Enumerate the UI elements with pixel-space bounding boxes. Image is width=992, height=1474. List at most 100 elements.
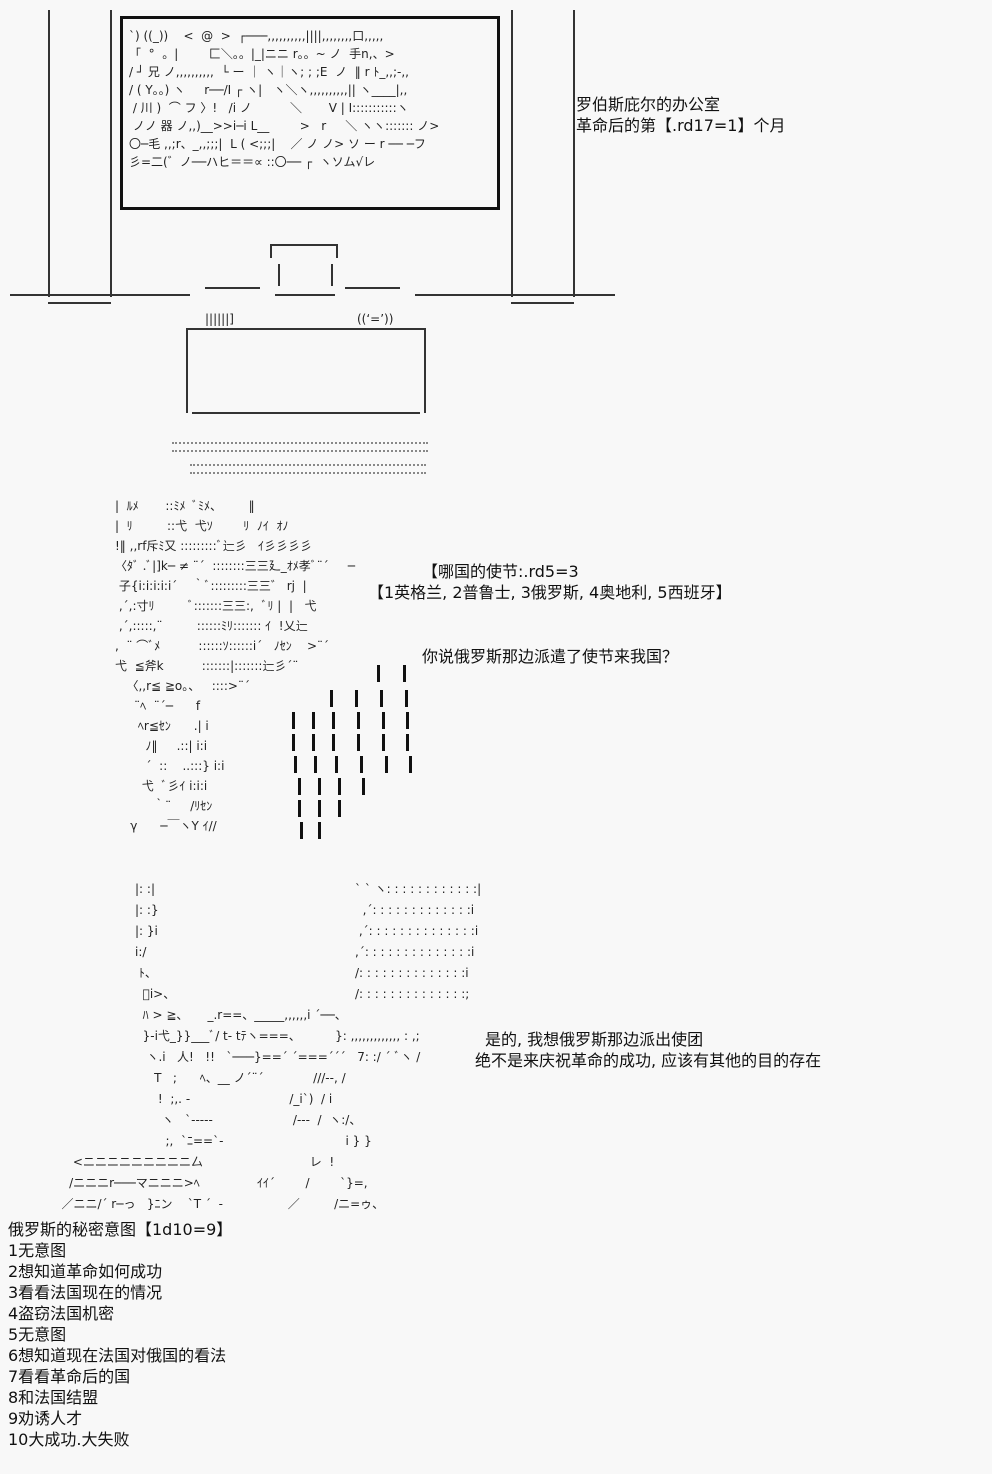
coat-stripe [318,822,321,839]
painting-line: 彡=二(゛ノ──ハヒ＝＝∝ ::〇── ┌ ヽソム√レ [129,155,376,169]
floor-line-left [10,294,190,296]
chair-line: ,´: : : : : : : : : : : : : :i [355,945,475,959]
nation-roll-text: 【哪国的使节:.rd5=3 [422,562,579,581]
time-caption: 革命后的第【.rd17=1】个月 [576,116,786,135]
dialogue-question: 你说俄罗斯那边派遣了使节来我国？ [422,647,679,666]
inkwell-left [270,244,272,258]
figure2-line: ﾄ、 [135,966,157,980]
painting-line: 〇─毛 ,,;r、_,,;;;| L ( <;;;| ／ ノ ノ> ソ ー r … [129,137,426,151]
intent-option: 8和法国结盟 [8,1388,99,1407]
figure2-line: ヽ `----- /--- / ヽ:/、 [135,1113,362,1127]
figure1-line: ﾍr≦ｾﾝ .| i [115,719,209,733]
floor-line-right [415,294,615,296]
painting-content: `) ((_)) < @ > ┌───,,,,,,,,,,||||,,,,,,,… [129,27,439,171]
coat-stripe [300,822,303,839]
figure2-line: |: :} [135,903,159,917]
painting-frame: `) ((_)) < @ > ┌───,,,,,,,,,,||||,,,,,,,… [120,16,500,210]
desk-front-left [186,328,188,413]
intent-option: 2想知道革命如何成功 [8,1262,163,1281]
figure1-line: ｀¨ /ﾘｾﾝ [115,799,213,813]
figure2-line: ! ;,. - /_i`) / i [135,1092,333,1106]
coat-stripe [330,690,333,707]
figure1-line: ´ :: ..:::} i:i [115,759,225,773]
figure1-line: , ¨ ⌒ﾞﾒ ::::::ｿ::::::i´ ﾉｾﾝ >¨´ [115,639,330,653]
chair-line: ,´: : : : : : : : : : : : : :i [355,924,479,938]
coat-stripe [314,756,317,773]
desk-front-right [424,328,426,413]
coat-stripe [360,756,363,773]
intent-option: 3看看法国现在的情况 [8,1283,163,1302]
figure1-line: | ﾙﾒ ::ﾐﾒ ﾞﾐﾒ、 ‖ [115,499,255,513]
figure1-line: 〈,,r≦ ≧o。、 ::::>¨´ [115,679,250,693]
coat-stripe [406,712,409,729]
figure1-line: !‖ ,,rf斥ﾐ又 :::::::::ﾞ辷彡 ｲ彡彡彡彡 [115,539,313,553]
inkwell-neck-left [278,264,280,286]
figure1-art: | ﾙﾒ ::ﾐﾒ ﾞﾐﾒ、 ‖ | ﾘ ::弋 弋ｿ ﾘ ﾉｲ ｵﾉ !‖ ,… [115,497,355,837]
coat-stripe [298,800,301,817]
coat-stripe [409,756,412,773]
coat-stripe [335,756,338,773]
coat-stripe [355,690,358,707]
figure1-line: ¨ﾍ ¨´─ f [115,699,201,713]
coat-stripe [362,778,365,795]
figure2-line: }-i弋_}}___ﾞ/ t- tﾃヽ===、 }: ,,,,,,,,,,,,,… [135,1029,420,1043]
coat-stripe [338,800,341,817]
figure2-line: i:/ [135,945,147,959]
chair-line: ` ` ヽ: : : : : : : : : : : :| [355,882,482,896]
chair-line: /: : : : : : : : : : : : : :; [355,987,470,1001]
dialogue-answer-2: 绝不是来庆祝革命的成功, 应该有其他的目的存在 [475,1051,822,1070]
inkwell-neck-right [331,264,333,286]
figure2-line: /ニニニr───マニニニ>ﾍ ｲｲ´ / `}=, [50,1176,368,1190]
coat-stripe [318,800,321,817]
desk-shadow-2 [172,450,428,454]
coat-stripe [382,734,385,751]
location-caption: 罗伯斯庇尔的办公室 [576,95,721,114]
coat-stripe [332,712,335,729]
desk-shadow-1 [172,442,428,446]
chair-line: ,´: : : : : : : : : : : : :i [355,903,475,917]
chair-art: ` ` ヽ: : : : : : : : : : : :| ,´: : : : … [355,880,481,1006]
desk-right-label: ((‘=’)) [357,312,394,326]
figure2-line: ／ニニ/´ r─っ }ﾆン `T ´ - ／ /ニ=ゥ、 [50,1197,385,1211]
figure1-line: γ ─￣ヽY ｲ// [115,819,217,833]
coat-stripe [357,734,360,751]
painting-line: ノノ 器 ノ,,)__>>i─i L__ > r ＼ ヽヽ::::::: ノ> [129,119,440,133]
intent-option: 10大成功.大失败 [8,1430,130,1449]
painting-line: / 川 ) ⌒ フ 〉! /i ノ ＼ V | I:::::::::::ヽ [129,101,409,115]
dialogue-answer-1: 是的, 我想俄罗斯那边派出使团 [485,1030,704,1049]
figure2-line: |: }i [135,924,158,938]
figure2-art: |: :| |: :} |: }i i:/ ﾄ、 ﾞi>、 ﾊ > ≧、 _.r… [135,880,420,1153]
desk-shadow-3 [190,464,426,468]
painting-line: / ( Y。。) ヽ r──/I ┌ ヽ| ヽ＼ヽ,,,,,,,,,,|| ヽ_… [129,83,408,97]
wall-pillar-left-outer [48,10,50,297]
figure1-line: ,´,:::::,¨ ::::::ﾐﾘ::::::: ｲ !乂辷 [115,619,308,633]
figure1-line: | ﾘ ::弋 弋ｿ ﾘ ﾉｲ ｵﾉ [115,519,289,533]
intent-option: 6想知道现在法国对俄国的看法 [8,1346,227,1365]
coat-stripe [385,756,388,773]
chair-line: /: : : : : : : : : : : : : :i [355,966,469,980]
intent-roll: 俄罗斯的秘密意图【1d10=9】 1无意图 2想知道革命如何成功 3看看法国现在… [8,1219,232,1450]
intent-roll-title: 俄罗斯的秘密意图【1d10=9】 [8,1220,233,1239]
wall-pillar-right-outer [573,10,575,297]
intent-option: 7看看革命后的国 [8,1367,131,1386]
figure2-line: ﾊ > ≧、 _.r==、_____,,,,,,i ´──、 [135,1008,347,1022]
wall-pillar-right-inner [511,10,513,297]
coat-stripe [298,778,301,795]
figure2-line: ;, `ﾆ==`- i } } [135,1134,372,1148]
figure1-line: 弋 ≦斧k :::::::|:::::::辷彡´¨ [115,659,299,673]
coat-stripe [312,734,315,751]
figure2-line: T ; ﾍ、__ ノ´¨´ ///--, / [135,1071,346,1085]
figure1-line: ,´,:寸ﾘ ﾞ:::::::三三:, ﾞﾘ | | 弋 [115,599,317,613]
desk-front-top [188,328,426,330]
intent-option: 9劝诱人才 [8,1409,83,1428]
figure1-line: ﾉ‖ .::| i:i [115,739,208,753]
coat-stripe [405,690,408,707]
intent-option: 5无意图 [8,1325,67,1344]
coat-stripe [380,690,383,707]
coat-stripe [377,665,380,682]
desk-top-right [345,287,400,289]
figure2-line: |: :| [135,882,155,896]
desk-top-mid [275,294,335,296]
figure1-line: 子{i:i:i:i:i´ ｀ﾞ:::::::::三三゛ rj | [115,579,307,593]
coat-stripe [332,734,335,751]
